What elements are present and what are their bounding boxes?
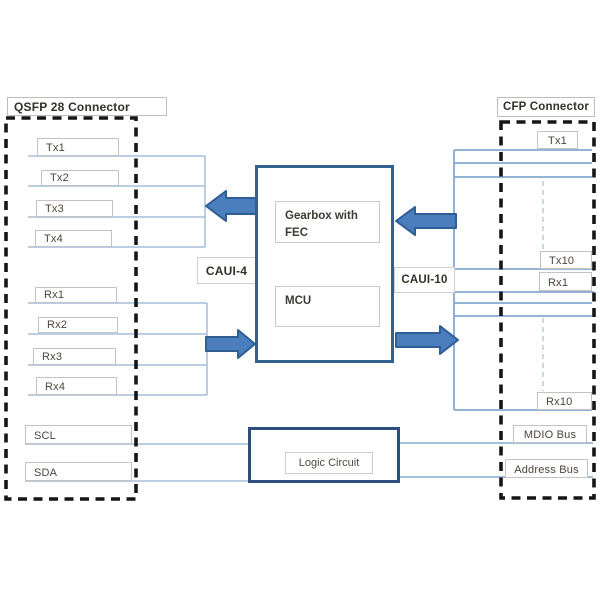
cfp-mdio-bus: MDIO Bus <box>513 425 587 443</box>
arrow-left-out-icon <box>205 190 257 222</box>
caui4-interface-label: CAUI-4 <box>197 257 256 284</box>
cfp-port-tx10: Tx10 <box>540 251 592 269</box>
cfp-connector-title: CFP Connector <box>497 97 595 117</box>
logic-circuit-label: Logic Circuit <box>285 452 373 474</box>
cfp-dashed-outline <box>499 120 596 500</box>
arrow-right-in-icon <box>395 206 457 236</box>
gearbox-chip-block: Gearbox with FEC MCU <box>255 165 394 363</box>
logic-circuit-block: Logic Circuit <box>248 427 400 483</box>
qsfp-port-tx2: Tx2 <box>41 170 119 186</box>
qsfp-port-rx4: Rx4 <box>36 377 117 395</box>
qsfp-port-tx3: Tx3 <box>36 200 113 217</box>
cfp-address-bus: Address Bus <box>505 459 588 478</box>
cfp-port-rx10: Rx10 <box>537 392 592 410</box>
arrow-right-out-icon <box>395 325 459 355</box>
caui10-interface-label: CAUI-10 <box>394 267 455 293</box>
gearbox-fec-block: Gearbox with FEC <box>275 201 380 243</box>
qsfp-port-rx3: Rx3 <box>33 348 116 365</box>
qsfp-port-tx1: Tx1 <box>37 138 119 156</box>
cfp-lane-lines <box>453 149 594 411</box>
qsfp-tx-lane-lines <box>28 155 206 248</box>
qsfp-dashed-outline <box>4 116 138 501</box>
data-flow-arrows <box>205 190 459 359</box>
qsfp-port-rx2: Rx2 <box>38 317 118 333</box>
arrow-left-in-icon <box>205 329 256 359</box>
mcu-block: MCU <box>275 286 380 327</box>
qsfp-connector-title: QSFP 28 Connector <box>7 97 167 116</box>
qsfp-scl-pin: SCL <box>25 425 132 444</box>
qsfp-port-tx4: Tx4 <box>35 230 112 247</box>
cfp-port-tx1: Tx1 <box>537 131 578 149</box>
qsfp-sda-pin: SDA <box>25 462 132 481</box>
cfp-port-rx1: Rx1 <box>539 272 592 291</box>
qsfp-port-rx1: Rx1 <box>35 287 117 303</box>
qsfp-rx-lane-lines <box>28 302 208 396</box>
